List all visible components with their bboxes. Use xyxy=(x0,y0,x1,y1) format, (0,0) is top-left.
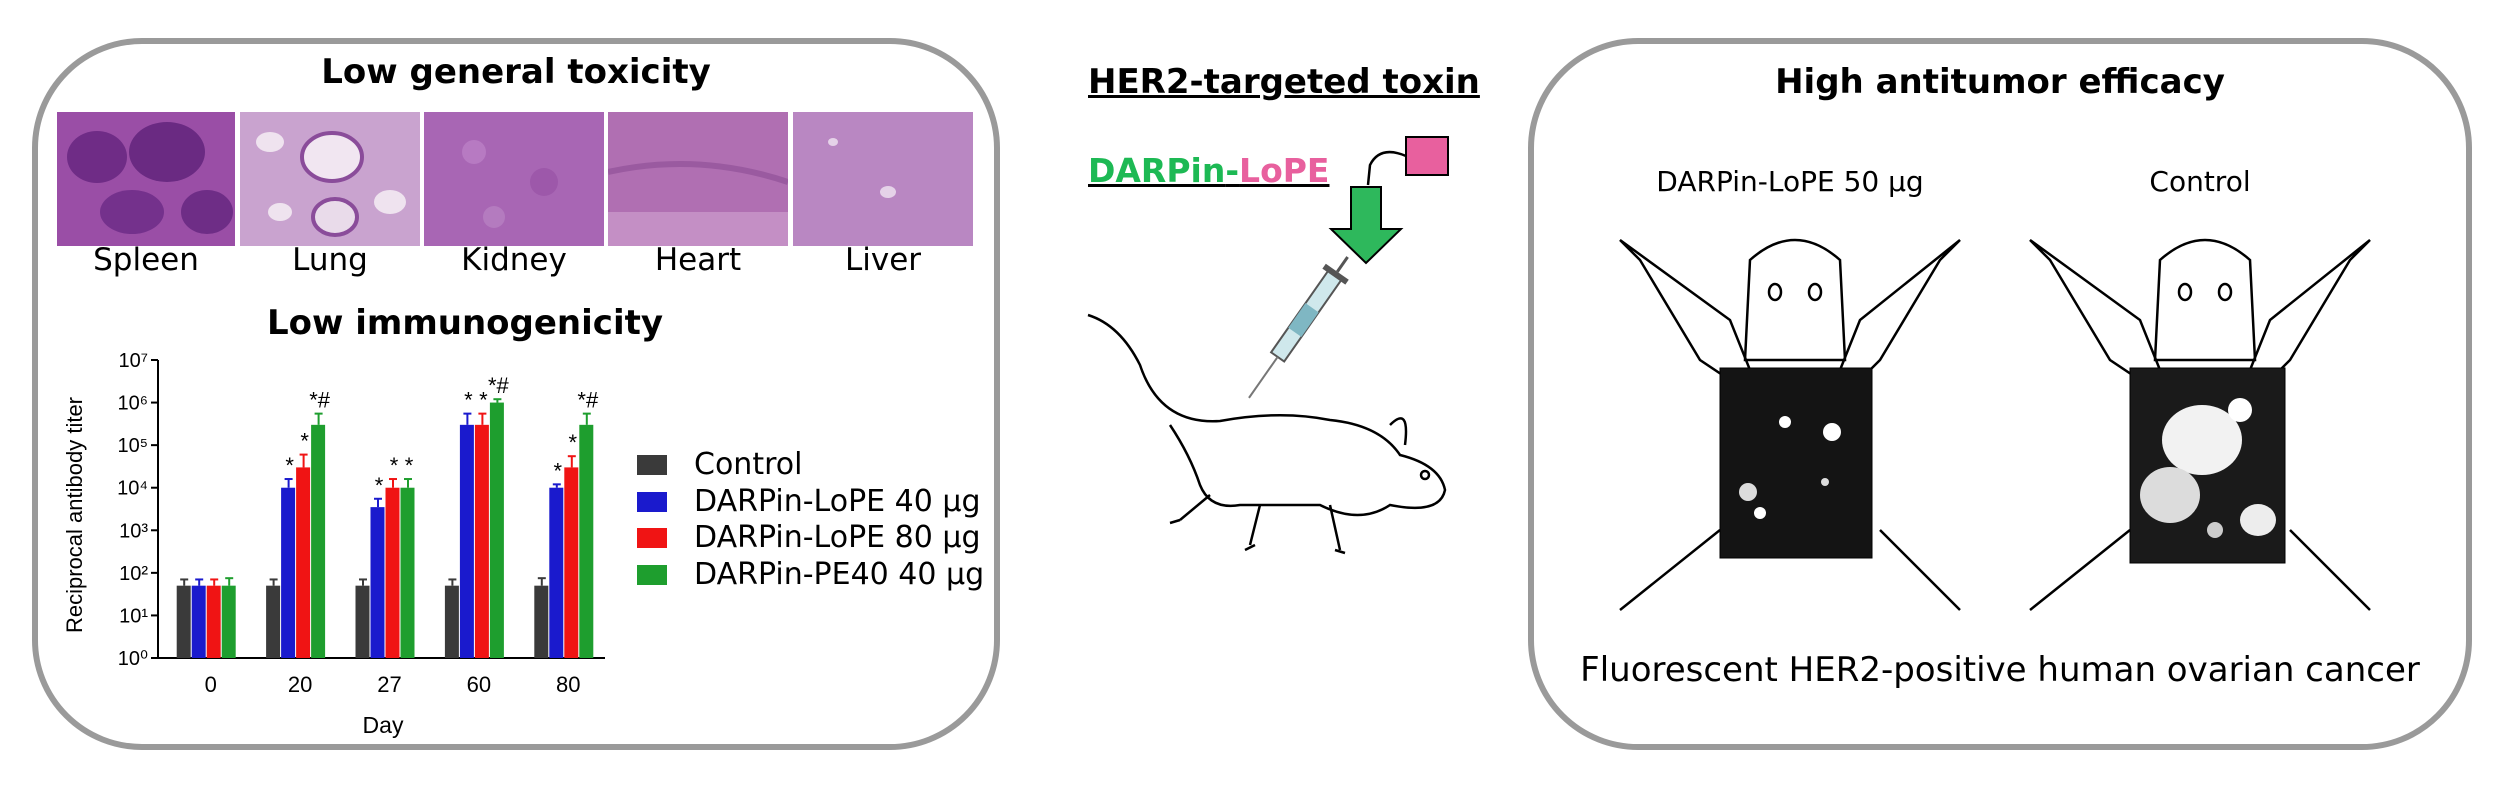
treated-mouse-image xyxy=(1619,238,1961,611)
lope-label: LoPE xyxy=(1239,151,1330,190)
middle-title: HER2-targeted toxin xyxy=(1088,62,1480,102)
y-axis-label: Reciprocal antibody titer xyxy=(62,397,87,633)
y-tick-label: 10³ xyxy=(119,520,148,542)
tissue-label-spleen: Spleen xyxy=(93,242,199,278)
x-axis-label: Day xyxy=(363,712,404,738)
bar xyxy=(296,467,311,658)
bar xyxy=(176,585,191,658)
significance-mark: * xyxy=(375,473,384,498)
kidney-histology-image xyxy=(424,112,604,246)
legend-label-lope-40: DARPin-LoPE 40 μg xyxy=(694,484,981,519)
x-tick-label: 27 xyxy=(377,672,401,697)
efficacy-title: High antitumor efficacy xyxy=(1775,62,2225,102)
bar xyxy=(400,487,415,658)
connector-line xyxy=(1366,150,1407,186)
significance-mark: * xyxy=(285,453,294,478)
tissue-label-heart: Heart xyxy=(654,242,742,278)
legend-label-pe40-40: DARPin-PE40 40 μg xyxy=(694,557,985,592)
x-tick-label: 0 xyxy=(205,672,217,697)
y-tick-label: 10⁴ xyxy=(117,478,148,500)
bar xyxy=(534,585,549,658)
bar xyxy=(459,424,474,658)
construct-label: DARPin-LoPE xyxy=(1088,151,1329,190)
injection-illustration xyxy=(1087,136,1449,555)
construct-hyphen: - xyxy=(1225,151,1240,190)
bar xyxy=(444,585,459,658)
darpin-arrow xyxy=(1328,186,1404,265)
bar xyxy=(355,585,370,658)
legend-swatch-lope-80 xyxy=(637,528,667,548)
efficacy-panel xyxy=(1528,38,2472,750)
chart-title: Low immunogenicity xyxy=(266,303,664,343)
legend-swatch-control xyxy=(637,455,667,475)
efficacy-caption: Fluorescent HER2-positive human ovarian … xyxy=(1580,650,2420,690)
tissue-label-liver: Liver xyxy=(844,242,922,278)
bar xyxy=(266,585,281,658)
bar xyxy=(370,507,385,658)
y-tick-label: 10¹ xyxy=(119,605,148,627)
bar xyxy=(579,424,594,658)
significance-mark: *# xyxy=(309,388,331,413)
tissue-label-kidney: Kidney xyxy=(461,242,567,278)
liver-histology-image xyxy=(793,112,973,246)
bar xyxy=(221,585,236,658)
y-tick-label: 10⁵ xyxy=(117,435,148,457)
treated-tumor-region xyxy=(1719,367,1873,559)
significance-mark: * xyxy=(479,388,488,413)
heart-histology-image xyxy=(608,112,788,246)
immunogenicity-chart: Reciprocal antibody titer Day 10⁰ 10¹ 10² 1… xyxy=(62,350,605,738)
toxicity-title: Low general toxicity xyxy=(321,52,711,92)
legend-swatch-pe40-40 xyxy=(637,565,667,585)
legend-swatch-lope-40 xyxy=(637,492,667,512)
syringe xyxy=(1248,256,1349,399)
mouse1-label: DARPin-LoPE 50 μg xyxy=(1656,165,1924,198)
bar xyxy=(489,402,504,658)
tissue-label-lung: Lung xyxy=(292,242,368,278)
bar xyxy=(564,467,579,658)
bar xyxy=(385,487,400,658)
x-tick-label: 60 xyxy=(467,672,491,697)
y-tick-label: 10⁰ xyxy=(118,648,148,670)
significance-mark: * xyxy=(300,429,309,454)
significance-mark: * xyxy=(554,458,563,483)
spleen-histology-image xyxy=(57,112,235,246)
significance-mark: * xyxy=(390,453,399,478)
significance-mark: *# xyxy=(488,373,510,398)
significance-mark: * xyxy=(464,388,473,413)
bar xyxy=(281,487,296,658)
darpin-label: DARPin xyxy=(1088,151,1226,190)
significance-mark: * xyxy=(405,453,414,478)
significance-mark: *# xyxy=(577,388,599,413)
legend-label-lope-80: DARPin-LoPE 80 μg xyxy=(694,520,981,555)
x-tick-label: 20 xyxy=(288,672,312,697)
significance-mark: * xyxy=(569,430,578,455)
bar xyxy=(549,487,564,658)
mouse2-label: Control xyxy=(2149,165,2251,198)
control-mouse-image xyxy=(2029,238,2371,611)
y-tick-label: 10⁶ xyxy=(118,393,148,415)
y-tick-label: 10⁷ xyxy=(119,350,148,372)
lung-histology-image xyxy=(240,112,420,246)
legend-label-control: Control xyxy=(694,447,803,482)
y-tick-label: 10² xyxy=(119,563,148,585)
lope-box xyxy=(1405,136,1449,176)
bar xyxy=(191,585,206,658)
mouse-outline xyxy=(1087,313,1447,555)
bar xyxy=(474,424,489,658)
x-tick-label: 80 xyxy=(556,672,580,697)
bar xyxy=(311,424,326,658)
bar xyxy=(206,585,221,658)
